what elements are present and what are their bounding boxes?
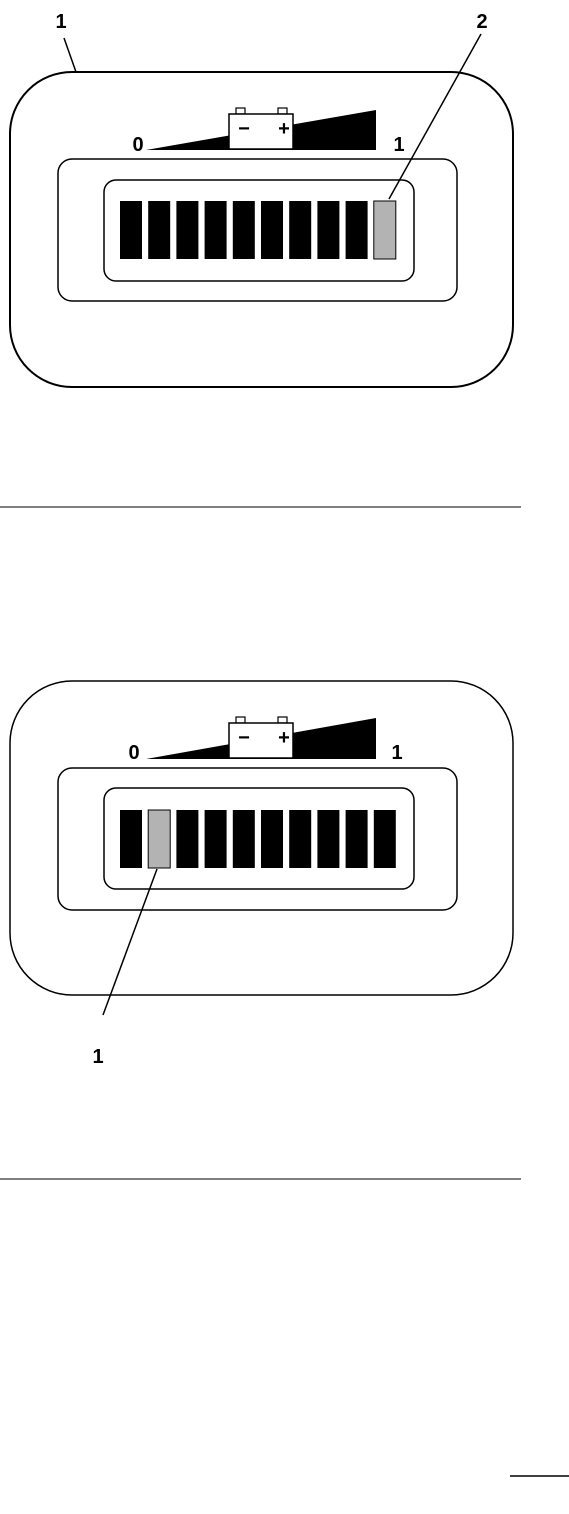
segment-4	[205, 201, 227, 259]
callout-number-2: 2	[476, 11, 487, 33]
segment-9	[346, 201, 368, 259]
battery-plus-sign: +	[278, 727, 290, 749]
callout-leader-1	[103, 869, 157, 1015]
segment-8	[317, 810, 339, 868]
segment-5	[233, 201, 255, 259]
segment-2	[148, 201, 170, 259]
scale-max-label: 1	[393, 134, 404, 156]
segment-10	[374, 810, 396, 868]
battery-terminal-pos	[278, 108, 287, 114]
scale-max-label: 1	[391, 742, 402, 764]
segment-6	[261, 810, 283, 868]
segment-3	[176, 810, 198, 868]
segment-bar	[120, 810, 396, 868]
segment-6	[261, 201, 283, 259]
segment-1	[120, 810, 142, 868]
callout-number-1: 1	[92, 1046, 103, 1068]
battery-minus-sign: −	[238, 118, 250, 140]
segment-10	[374, 201, 396, 259]
battery-terminal-pos	[278, 717, 287, 723]
scale-min-label: 0	[132, 134, 143, 156]
battery-plus-sign: +	[278, 118, 290, 140]
figure-low-charge: − + 0 1 1	[10, 681, 513, 1068]
segment-bar	[120, 201, 396, 259]
battery-icon: − +	[229, 717, 293, 758]
callout-leader-2	[389, 34, 481, 199]
segment-7	[289, 810, 311, 868]
callout-number-1: 1	[55, 11, 66, 33]
battery-terminal-neg	[236, 717, 245, 723]
segment-5	[233, 810, 255, 868]
callout-leader-1	[64, 38, 76, 72]
battery-minus-sign: −	[238, 727, 250, 749]
segment-8	[317, 201, 339, 259]
segment-7	[289, 201, 311, 259]
segment-2	[148, 810, 170, 868]
scale-min-label: 0	[128, 742, 139, 764]
segment-1	[120, 201, 142, 259]
battery-icon: − +	[229, 108, 293, 149]
battery-terminal-neg	[236, 108, 245, 114]
segment-3	[176, 201, 198, 259]
segment-4	[205, 810, 227, 868]
figure-full-charge: − + 0 1 1 2	[10, 11, 513, 387]
segment-9	[346, 810, 368, 868]
